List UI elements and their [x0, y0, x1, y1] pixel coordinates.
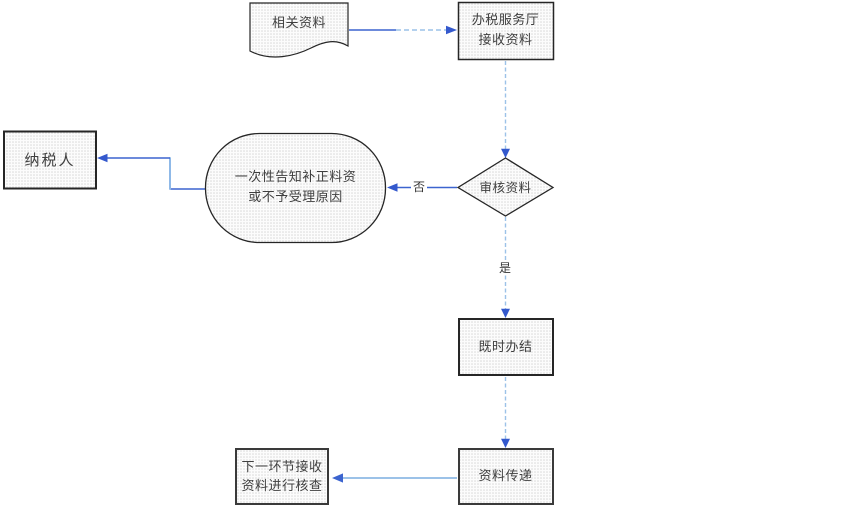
node-next-step-shape [235, 448, 329, 505]
arrowhead-into-taxpayer [97, 153, 108, 163]
arrowhead-into-notify [387, 183, 398, 192]
arrowhead-into-transfer [501, 438, 510, 448]
arrowhead-into-next [332, 473, 343, 483]
arrowhead-into-instant [501, 308, 510, 318]
node-transfer-shape [458, 448, 554, 505]
node-related-docs-shape [249, 2, 349, 58]
node-taxpayer-shape [3, 130, 97, 190]
arrowhead-into-review [501, 148, 510, 158]
edge-label-no: 否 [411, 180, 428, 194]
node-service-hall-shape [457, 1, 555, 61]
node-review-shape [456, 157, 555, 217]
arrowhead-into-service [446, 25, 457, 35]
node-instant-complete-shape [458, 318, 554, 376]
node-notify-shape [204, 132, 387, 244]
edge-label-yes: 是 [497, 261, 514, 275]
